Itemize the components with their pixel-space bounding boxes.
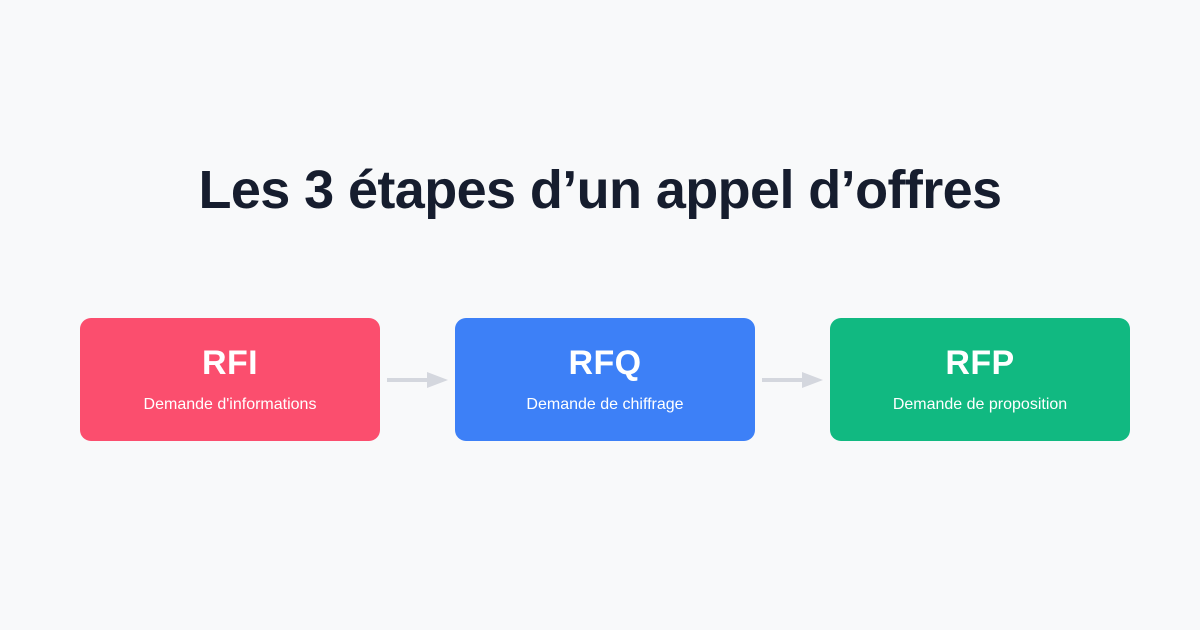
page-title: Les 3 étapes d’un appel d’offres — [198, 160, 1002, 221]
process-step-rfi[interactable]: RFI Demande d'informations — [80, 318, 380, 441]
connector-rfq-to-rfp — [755, 318, 830, 441]
step-label-rfi: Demande d'informations — [143, 396, 317, 413]
process-flow: RFI Demande d'informations RFQ Demande d… — [80, 318, 1130, 441]
arrow-right-icon — [387, 370, 448, 390]
process-step-rfp[interactable]: RFP Demande de proposition — [830, 318, 1130, 441]
arrow-right-icon — [762, 370, 823, 390]
step-label-rfp: Demande de proposition — [892, 396, 1068, 413]
step-label-rfq: Demande de chiffrage — [526, 396, 684, 413]
step-code-rfi: RFI — [202, 344, 258, 382]
step-code-rfp: RFP — [945, 344, 1015, 382]
step-code-rfq: RFQ — [568, 344, 642, 382]
connector-rfi-to-rfq — [380, 318, 455, 441]
process-step-rfq[interactable]: RFQ Demande de chiffrage — [455, 318, 755, 441]
